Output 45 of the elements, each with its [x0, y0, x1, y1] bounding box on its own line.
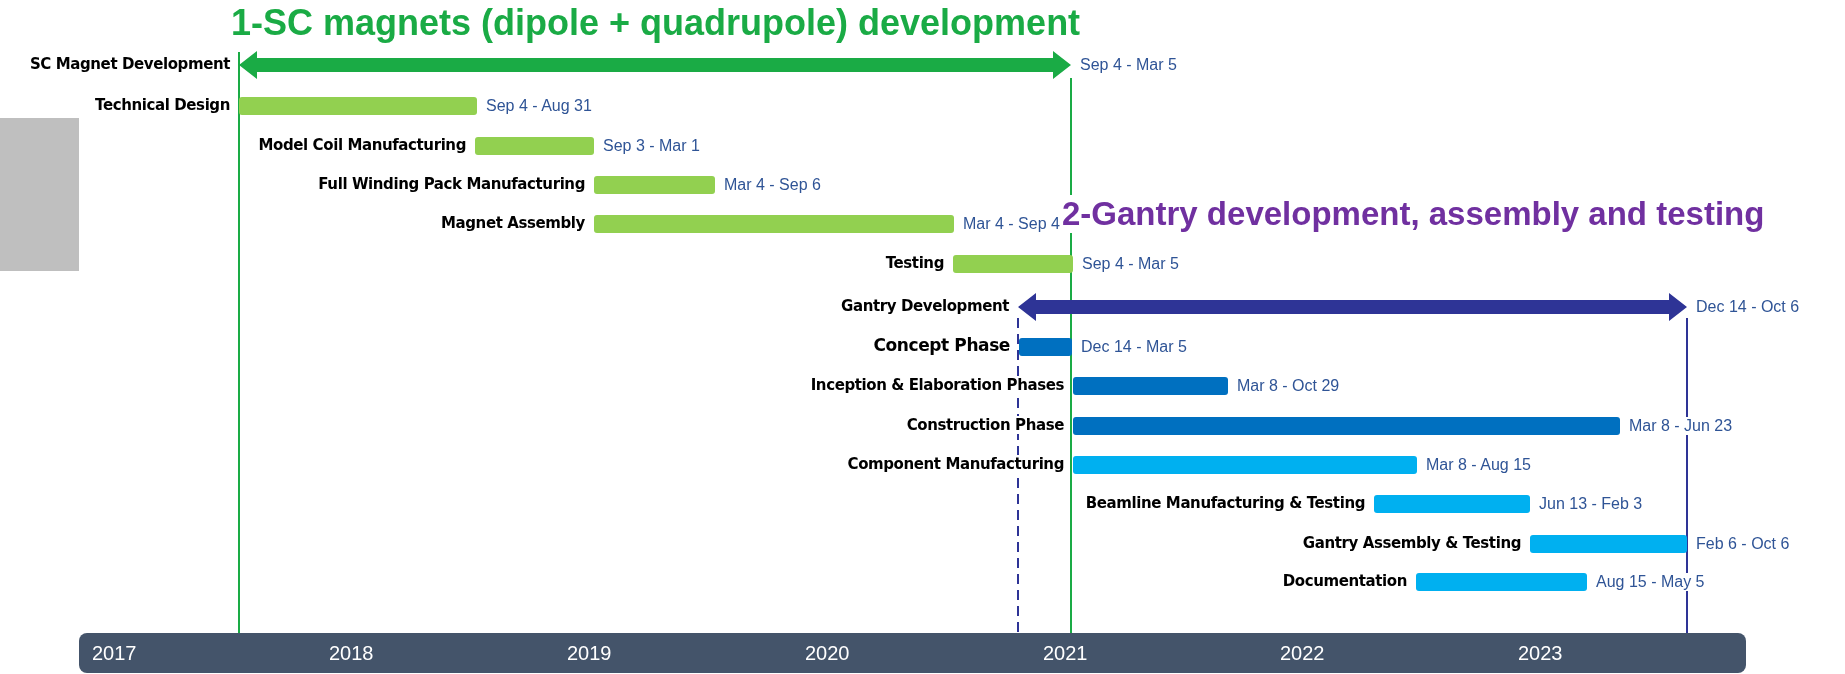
- date-range: Mar 4 - Sep 6: [723, 176, 822, 194]
- task-bar: [1374, 495, 1530, 513]
- span-arrow: [1018, 293, 1687, 321]
- year-label: 2018: [329, 642, 374, 665]
- task-bar: [594, 176, 715, 194]
- date-range: Sep 4 - Mar 5: [1081, 255, 1180, 273]
- task-label: Full Winding Pack Manufacturing: [317, 175, 586, 193]
- task-bar: [475, 137, 594, 155]
- task-label: Inception & Elaboration Phases: [809, 376, 1065, 394]
- task-label: SC Magnet Development: [28, 55, 231, 73]
- task-bar: [1530, 535, 1687, 553]
- task-label: Concept Phase: [872, 335, 1011, 355]
- year-label: 2019: [567, 642, 612, 665]
- year-label: 2021: [1043, 642, 1088, 665]
- task-label: Gantry Development: [840, 297, 1010, 315]
- date-range: Mar 4 - Sep 4: [962, 215, 1061, 233]
- span-arrow: [239, 51, 1071, 79]
- task-bar: [594, 215, 954, 233]
- year-label: 2020: [805, 642, 850, 665]
- task-label: Magnet Assembly: [440, 214, 586, 232]
- phase-heading: 2-Gantry development, assembly and testing: [1062, 195, 1765, 233]
- task-bar: [239, 97, 477, 115]
- date-range: Sep 3 - Mar 1: [602, 137, 701, 155]
- task-label: Model Coil Manufacturing: [257, 136, 467, 154]
- year-label: 2022: [1280, 642, 1325, 665]
- year-label: 2023: [1518, 642, 1563, 665]
- task-bar: [1416, 573, 1587, 591]
- date-range: Aug 15 - May 5: [1595, 573, 1706, 591]
- year-label: 2017: [92, 642, 137, 665]
- task-label: Beamline Manufacturing & Testing: [1084, 494, 1366, 512]
- task-bar: [1019, 338, 1072, 356]
- task-label: Construction Phase: [905, 416, 1065, 434]
- panel-block: [0, 118, 79, 271]
- task-bar: [953, 255, 1073, 273]
- task-bar: [1073, 377, 1228, 395]
- date-range: Sep 4 - Mar 5: [1079, 56, 1178, 74]
- task-label: Technical Design: [94, 96, 231, 114]
- date-range: Mar 8 - Jun 23: [1628, 417, 1734, 435]
- task-label: Testing: [884, 254, 945, 272]
- task-label: Component Manufacturing: [846, 455, 1065, 473]
- task-bar: [1073, 417, 1620, 435]
- task-label: Gantry Assembly & Testing: [1301, 534, 1522, 552]
- date-range: Sep 4 - Aug 31: [485, 97, 593, 115]
- task-bar: [1073, 456, 1417, 474]
- date-range: Mar 8 - Aug 15: [1425, 456, 1532, 474]
